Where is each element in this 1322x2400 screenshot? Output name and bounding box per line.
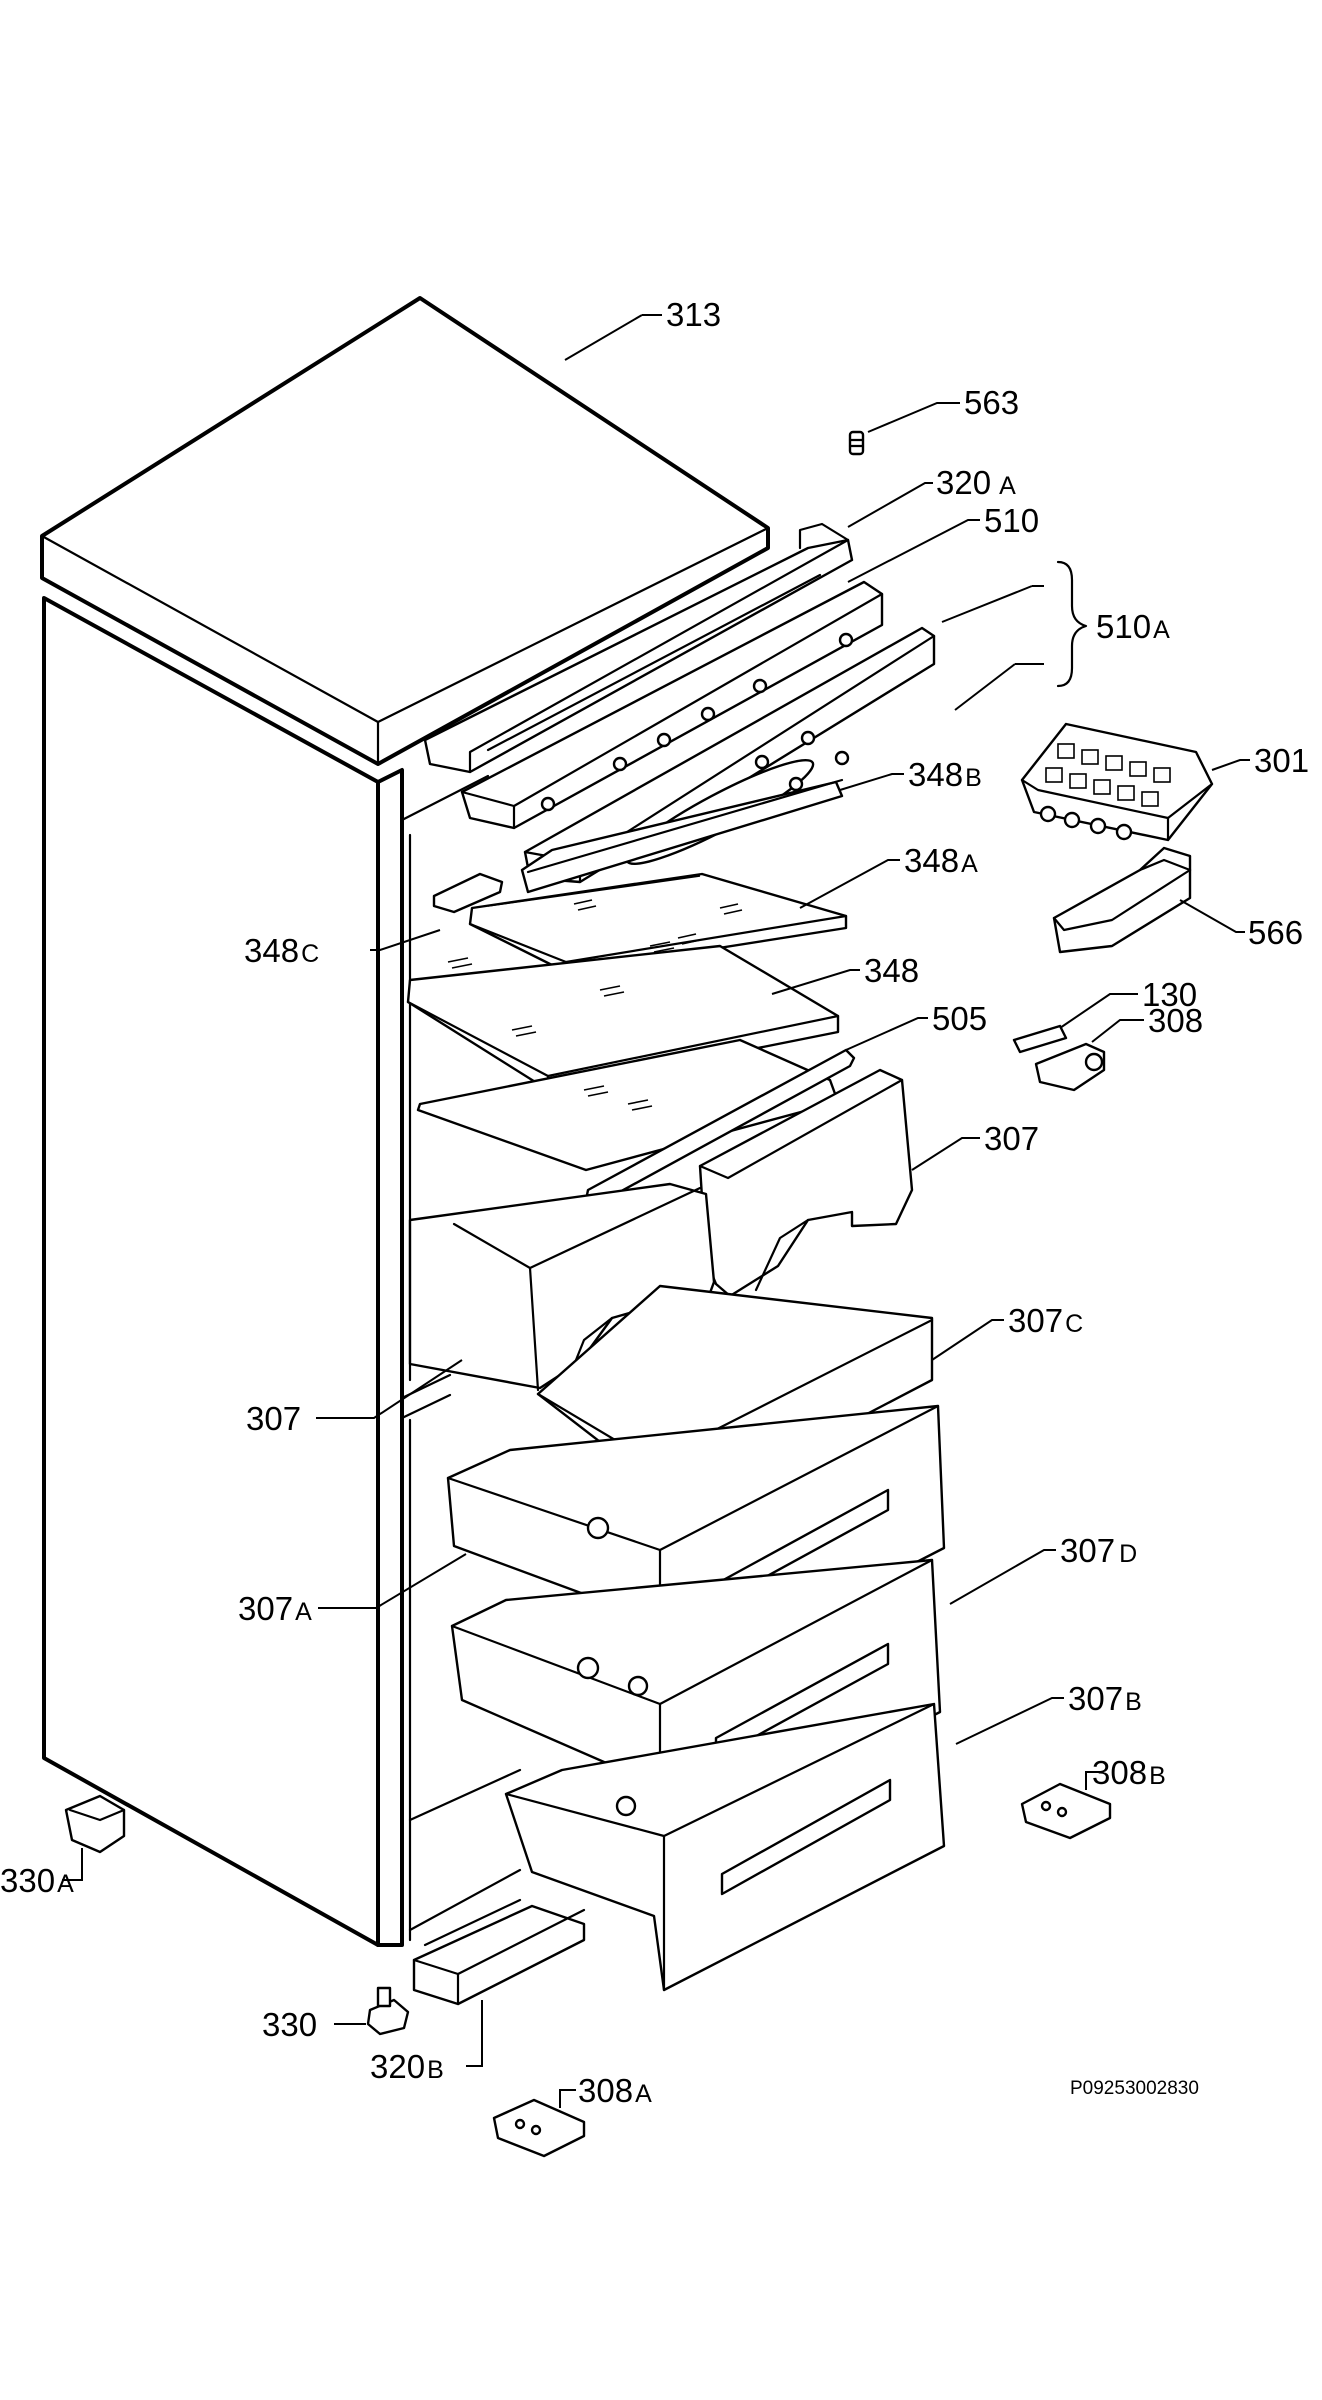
callout-510: 510 [984, 502, 1039, 539]
callout-330a: 330A [0, 1862, 74, 1899]
callout-308b: 308B [1092, 1754, 1166, 1791]
cabinet-body [42, 596, 522, 1947]
hinge-308b [1020, 1771, 1112, 1840]
callout-313: 313 [666, 296, 721, 333]
callout-307c: 307C [1008, 1302, 1083, 1339]
shelf-trim-348b [520, 773, 904, 894]
callout-307-right: 307 [984, 1120, 1039, 1157]
foot-cap-330a [62, 1794, 126, 1881]
drawer-bottom-307b [504, 1697, 1064, 1992]
callout-348b: 348B [908, 756, 982, 793]
glass-shelf-348a [370, 859, 900, 974]
callout-301: 301 [1254, 742, 1309, 779]
top-cover-313 [40, 296, 770, 766]
ice-scraper-566 [1052, 846, 1245, 954]
front-strip-320a [423, 482, 933, 774]
lamp-housing-510 [460, 519, 980, 830]
screw-563 [848, 402, 960, 456]
freezer-basket-left-307 [316, 1182, 716, 1419]
callout-330: 330 [262, 2006, 317, 2043]
callout-348: 348 [864, 952, 919, 989]
callout-307a: 307A [238, 1590, 312, 1627]
bottom-strip-320b [412, 1904, 586, 2067]
callout-563: 563 [964, 384, 1019, 421]
callout-308: 308 [1148, 1002, 1203, 1039]
callout-307-left: 307 [246, 1400, 301, 1437]
shelf-clip-348c [432, 872, 504, 914]
hinge-308 [1034, 1019, 1144, 1092]
callout-307b: 307B [1068, 1680, 1142, 1717]
hinge-308a [492, 2089, 586, 2158]
drawer-middle-307d [450, 1549, 1056, 1858]
callout-130: 130 [1142, 976, 1197, 1013]
callout-510a: 510A [1096, 608, 1170, 645]
callout-348a: 348A [904, 842, 978, 879]
shelf-trim-505 [416, 1017, 928, 1208]
callout-566: 566 [1248, 914, 1303, 951]
freezer-basket-right-307 [698, 1068, 980, 1298]
callout-505: 505 [932, 1000, 987, 1037]
callout-348c: 348C [244, 932, 319, 969]
foot-screw-330 [334, 1986, 410, 2036]
hinge-plate-130 [1012, 993, 1138, 1054]
callout-320b: 320B [370, 2048, 444, 2085]
drawing-code: P09253002830 [1070, 2078, 1199, 2099]
callout-308a: 308A [578, 2072, 652, 2109]
ice-cube-tray-301 [1020, 722, 1250, 842]
